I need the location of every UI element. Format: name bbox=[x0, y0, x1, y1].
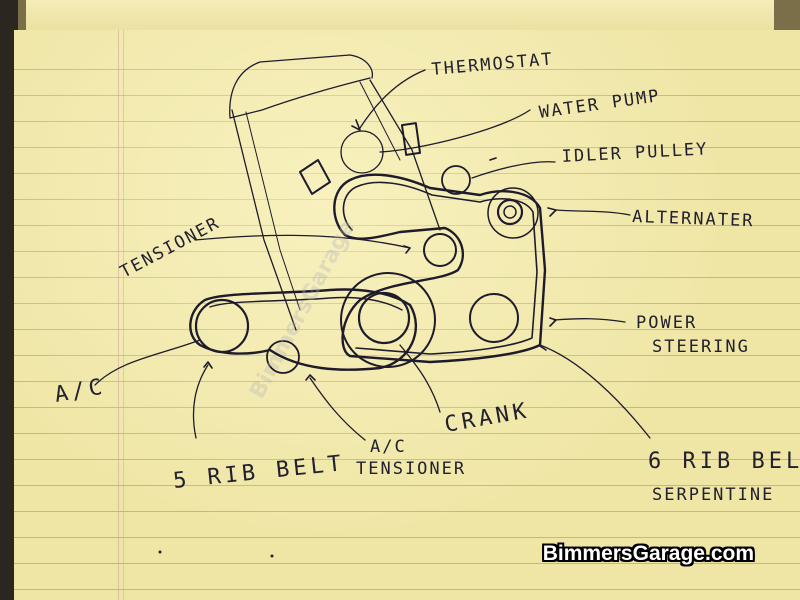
pen-dot bbox=[270, 554, 274, 558]
label-steering: STEERING bbox=[652, 337, 750, 357]
label-serpentine: SERPENTINE bbox=[652, 485, 774, 505]
label-ac-tensioner-line2: TENSIONER bbox=[356, 459, 466, 479]
engine-outline-inner bbox=[245, 81, 401, 311]
leader-thermostat bbox=[359, 69, 426, 129]
leader-crank bbox=[399, 344, 441, 413]
ac-tensioner-pulley bbox=[266, 340, 300, 374]
leader-idler-pulley bbox=[471, 161, 556, 179]
six-rib-serpentine-belt-edge bbox=[342, 181, 538, 355]
label-idler-pulley: IDLER PULLEY bbox=[561, 139, 709, 167]
six-rib-serpentine-belt bbox=[333, 173, 547, 364]
leader-alternator bbox=[555, 209, 631, 216]
leader-five-rib-belt bbox=[192, 364, 209, 439]
margin-line bbox=[118, 30, 119, 600]
label-six-rib-belt: 6 RIB BELT bbox=[648, 449, 800, 474]
leader-water-pump bbox=[379, 109, 531, 153]
thermostat-housing-part bbox=[400, 122, 422, 156]
five-rib-belt bbox=[189, 288, 418, 371]
tensioner-pulley bbox=[423, 233, 457, 267]
leader-power-steering bbox=[553, 318, 626, 323]
pen-dot bbox=[158, 550, 162, 554]
legal-pad-paper bbox=[14, 30, 800, 600]
label-water-pump: WATER PUMP bbox=[538, 86, 662, 123]
label-tensioner: TENSIONER bbox=[117, 213, 224, 282]
leader-six-rib-belt bbox=[539, 344, 651, 439]
idler-pulley bbox=[441, 165, 471, 195]
crank-pulley-outer bbox=[340, 272, 436, 368]
power-steering-pulley bbox=[469, 293, 519, 343]
leader-tensioner bbox=[194, 234, 411, 249]
label-ac: A/C bbox=[53, 374, 108, 408]
ac-compressor-pulley bbox=[194, 298, 250, 354]
label-power: POWER bbox=[636, 313, 697, 333]
label-crank: CRANK bbox=[443, 398, 532, 438]
water-pump-pulley bbox=[340, 130, 384, 174]
five-rib-belt-edge bbox=[209, 296, 403, 311]
label-five-rib-belt: 5 RIB BELT bbox=[172, 451, 346, 494]
margin-line-inner bbox=[123, 30, 124, 600]
site-brand-watermark: BimmersGarage.com bbox=[542, 542, 754, 565]
alternator-housing bbox=[487, 187, 539, 239]
label-alternator: ALTERNATER bbox=[632, 207, 755, 231]
alternator-pulley bbox=[496, 198, 524, 226]
label-thermostat: THERMOSTAT bbox=[431, 49, 555, 80]
arrowhead-marks bbox=[203, 119, 557, 381]
tensioner-bracket bbox=[299, 159, 331, 195]
leader-ac bbox=[94, 339, 201, 386]
label-ac-tensioner-line1: A/C bbox=[370, 437, 407, 457]
leader-ac-tensioner bbox=[309, 377, 366, 441]
engine-outline bbox=[229, 54, 441, 331]
alternator-hub bbox=[503, 205, 517, 219]
